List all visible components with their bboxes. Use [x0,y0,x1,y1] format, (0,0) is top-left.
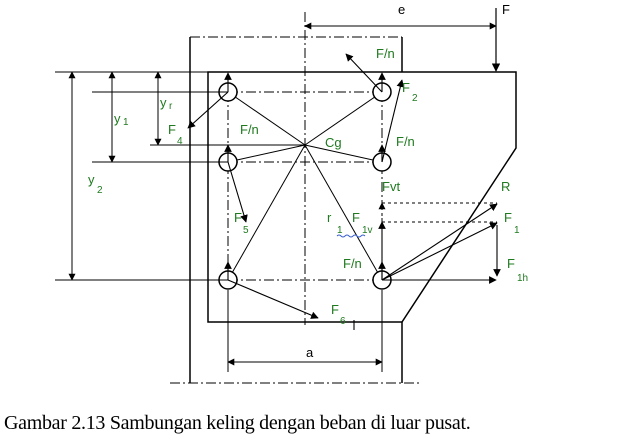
label-F1h-sub: 1h [517,273,528,284]
label-R: R [501,179,510,194]
label-F6-sub: 6 [340,316,346,327]
fvt-arrows [378,202,497,223]
label-y1: y [114,111,121,126]
label-F1v-sub: 1v [362,225,373,236]
label-F1: F [504,210,512,225]
label-r1-sub: 1 [337,225,343,236]
dimension-lines [55,22,497,372]
rivets [218,82,392,290]
label-F: F [502,2,510,17]
squiggle [336,234,366,238]
radius-lines [227,91,383,281]
label-Fn-left: F/n [240,122,259,137]
label-F5-sub: 5 [243,225,249,236]
label-F2: F [402,80,410,95]
center-lines [227,12,383,325]
label-y2: y [88,172,95,187]
label-F2-sub: 2 [412,93,418,104]
label-F1v: F [352,210,360,225]
labels: e F F/n F 2 y 1 y r F 4 F/n Cg F/n y 2 F… [88,2,528,360]
label-a: a [306,345,314,360]
label-r1: r [327,210,332,225]
column [170,36,420,384]
label-F6: F [331,302,339,317]
label-F5: F [234,210,242,225]
figure-caption: Gambar 2.13 Sambungan keling dengan beba… [4,412,471,434]
label-F1-sub: 1 [514,225,520,236]
label-Fn-top: F/n [376,46,395,61]
label-yr: y [160,95,167,110]
label-e: e [398,2,405,17]
label-F4-sub: 4 [177,136,183,147]
label-Fn-bottom: F/n [343,256,362,271]
label-F1h: F [507,256,515,271]
label-y2-sub: 2 [97,185,103,196]
label-Cg: Cg [325,135,342,150]
label-yr-sub: r [169,101,173,112]
label-Fn-right: F/n [396,134,415,149]
label-y1-sub: 1 [123,117,129,128]
label-Fvt: Fvt [382,179,400,194]
label-F4: F [168,122,176,137]
force-arrows [187,53,501,330]
